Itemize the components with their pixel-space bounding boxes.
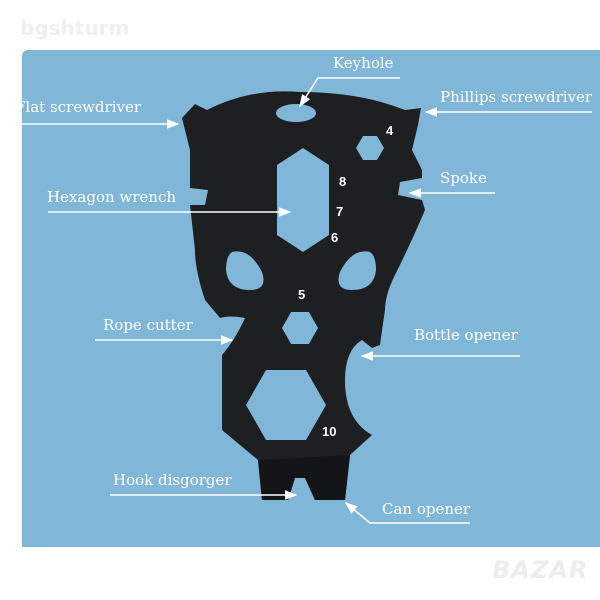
label-rope-cutter: Rope cutter <box>103 316 193 334</box>
size-6: 6 <box>331 230 339 245</box>
size-7: 7 <box>336 204 344 219</box>
label-can-opener: Can opener <box>382 500 471 518</box>
label-hexagon-wrench: Hexagon wrench <box>47 188 177 206</box>
label-flat-screwdriver: Flat screwdriver <box>15 98 142 116</box>
watermark: bgshturm <box>20 16 130 40</box>
bottom-shade <box>258 455 350 500</box>
bazar-logo: BAZAR <box>492 556 589 584</box>
size-4: 4 <box>386 123 394 138</box>
label-spoke: Spoke <box>440 169 487 187</box>
can-opener-arrow <box>344 501 470 524</box>
size-5: 5 <box>298 287 306 302</box>
size-10: 10 <box>322 424 337 439</box>
size-8: 8 <box>339 174 347 189</box>
label-keyhole: Keyhole <box>333 54 394 72</box>
multitool-body <box>182 91 425 500</box>
label-hook-disgorger: Hook disgorger <box>113 471 232 489</box>
label-phillips-screwdriver: Phillips screwdriver <box>440 88 593 106</box>
keyhole-arrow <box>299 77 400 108</box>
label-bottle-opener: Bottle opener <box>414 326 518 344</box>
